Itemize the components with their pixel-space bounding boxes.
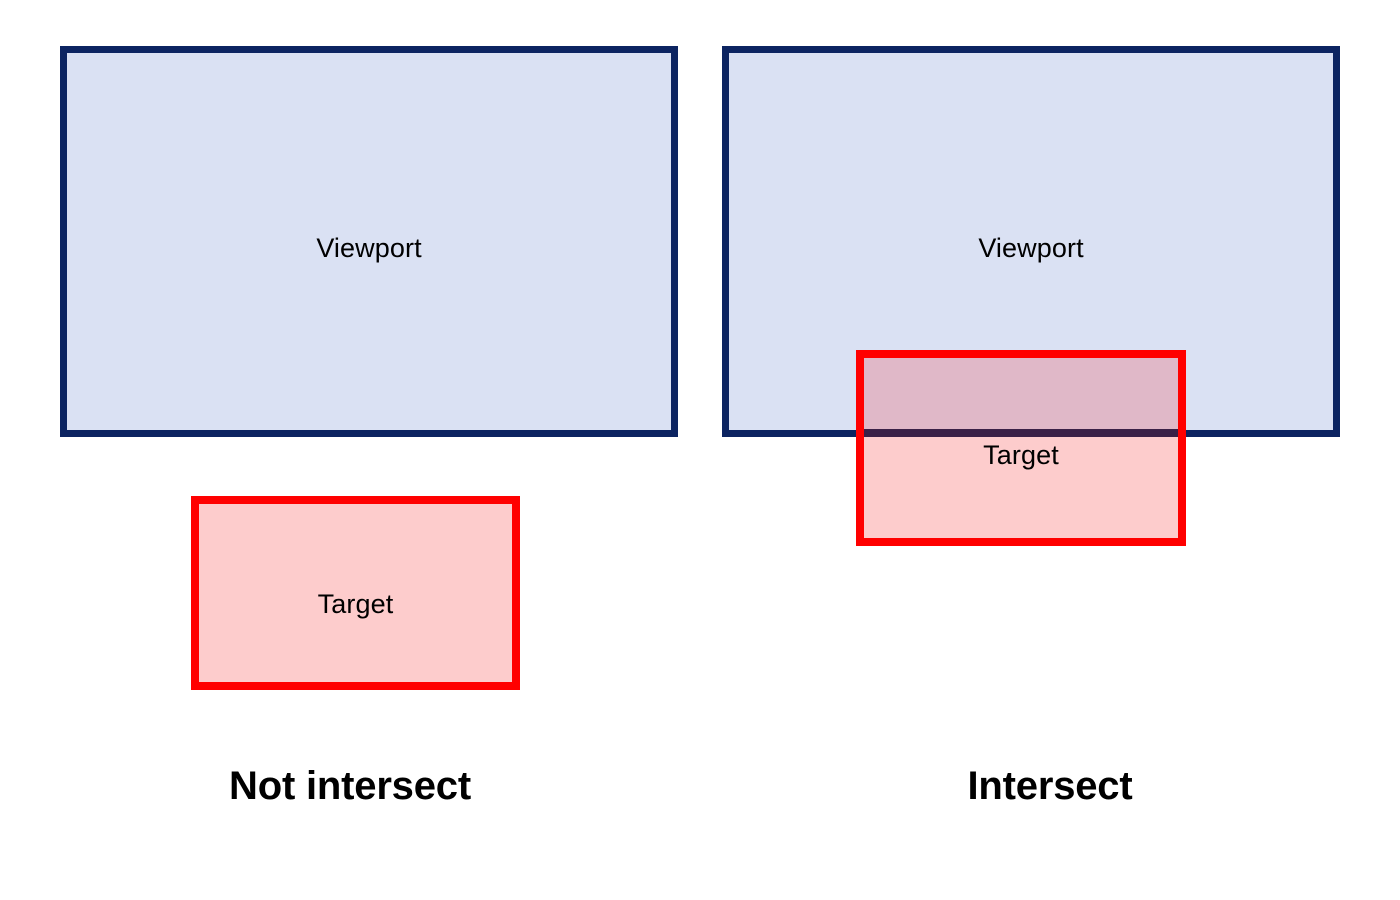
target-outside-region bbox=[864, 437, 1178, 538]
target-box-not-intersect: Target bbox=[191, 496, 520, 690]
target-label: Target bbox=[983, 440, 1059, 470]
target-box-intersect: Target bbox=[856, 350, 1186, 546]
caption-intersect: Intersect bbox=[967, 764, 1133, 808]
caption-not-intersect: Not intersect bbox=[229, 764, 471, 808]
overlap-region bbox=[864, 358, 1178, 429]
panel-not-intersect: Viewport Target Not intersect bbox=[60, 46, 678, 808]
viewport-label: Viewport bbox=[316, 233, 422, 263]
target-label: Target bbox=[317, 589, 394, 619]
viewport-border-through-target bbox=[864, 429, 1178, 437]
viewport-box-not-intersect: Viewport bbox=[60, 46, 678, 437]
panel-intersect: Viewport Target Intersect bbox=[700, 0, 1400, 900]
viewport-label: Viewport bbox=[978, 233, 1084, 263]
